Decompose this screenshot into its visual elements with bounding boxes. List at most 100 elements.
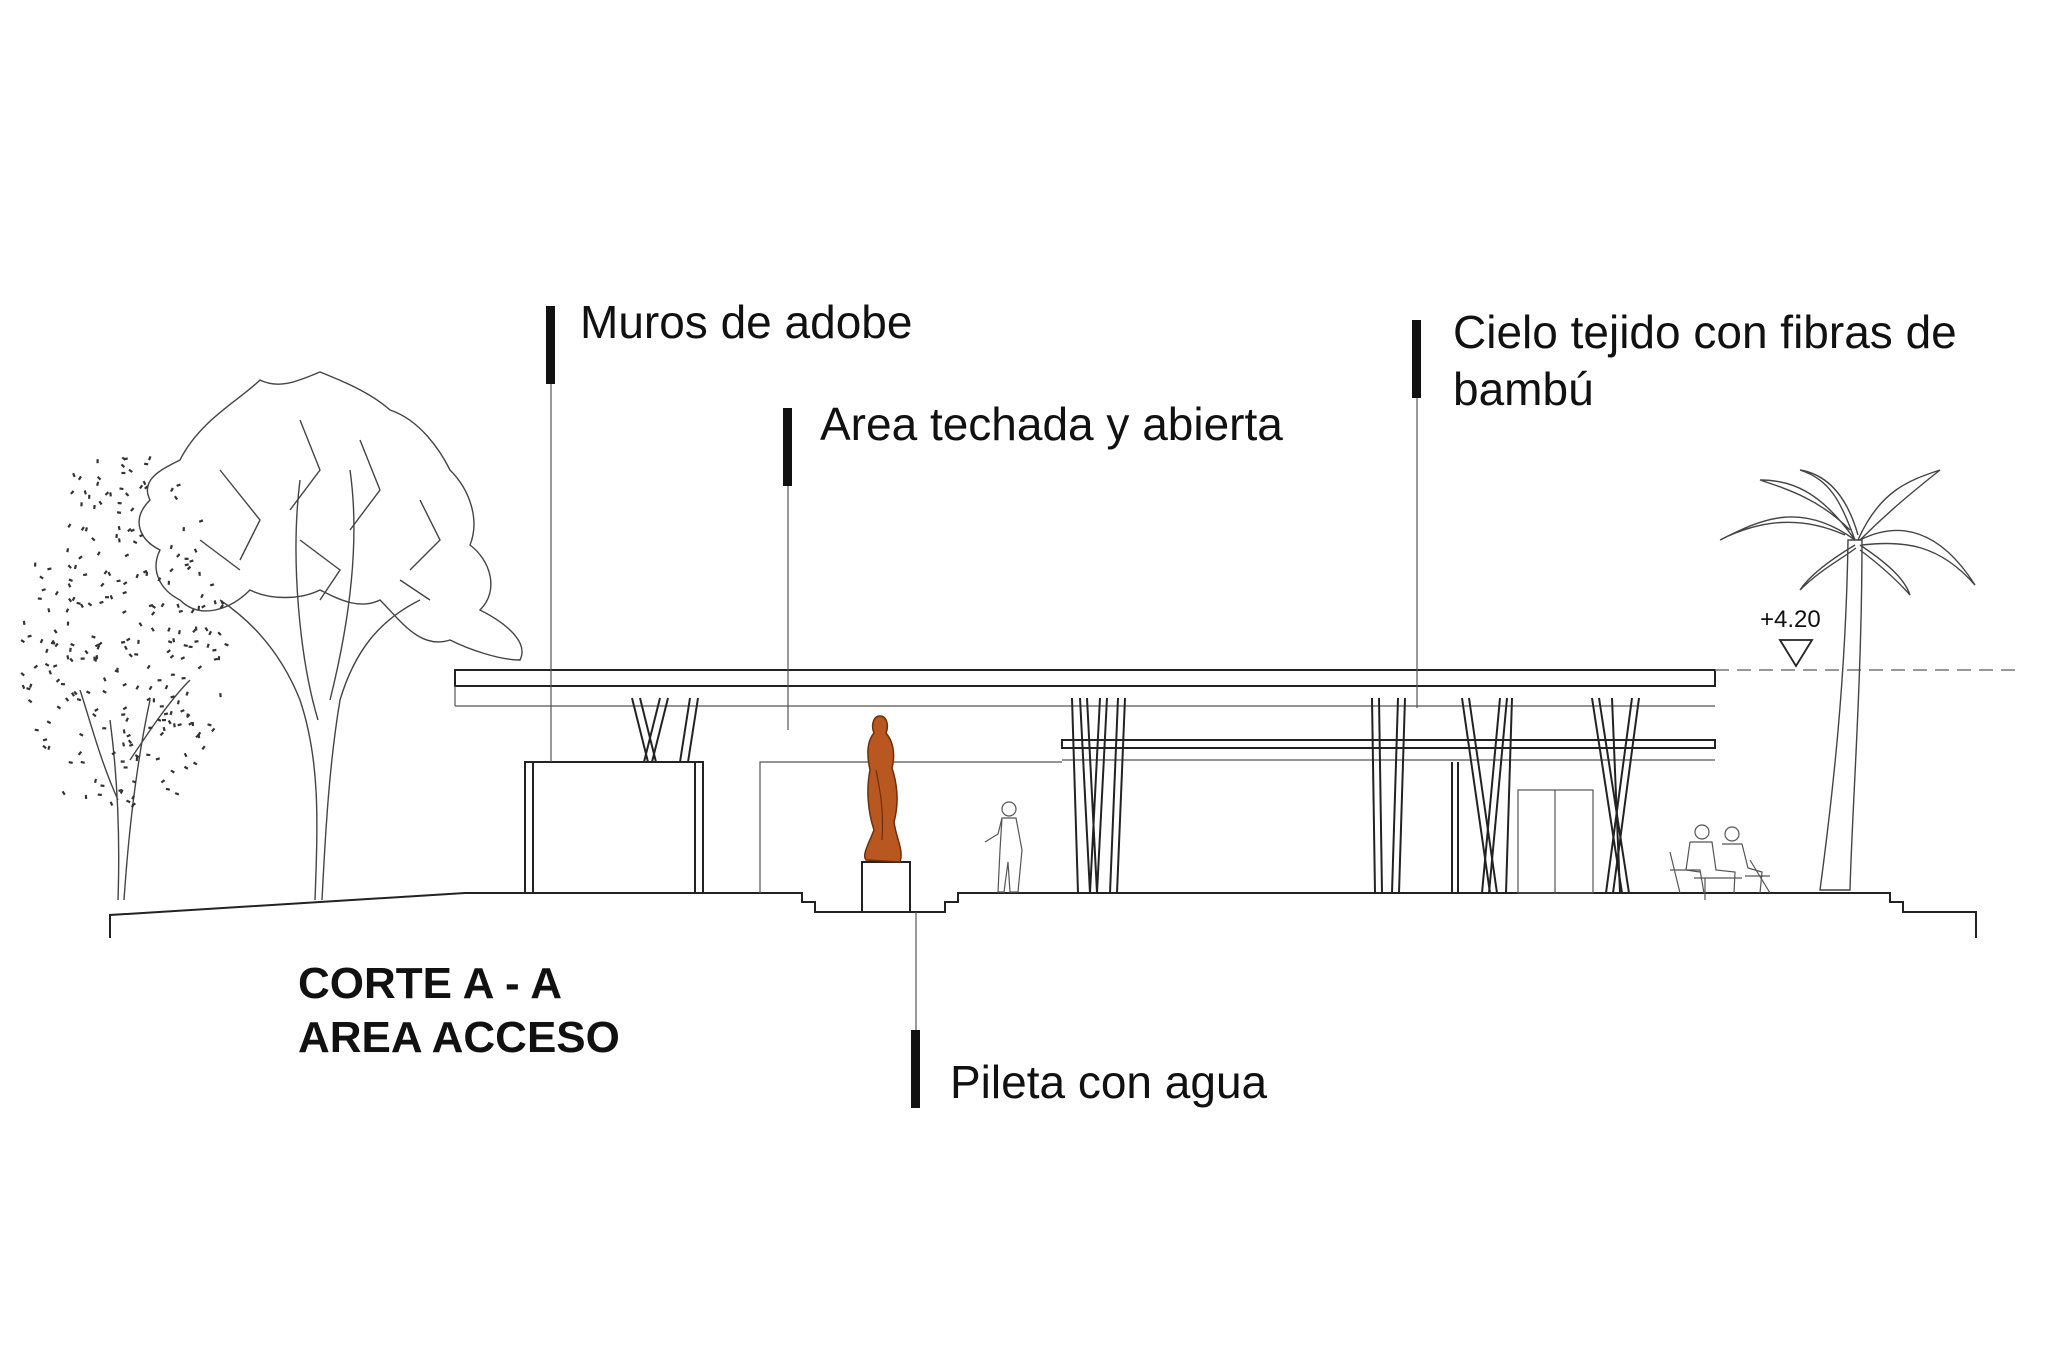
foliage-dot xyxy=(68,578,73,583)
foliage-dot xyxy=(177,723,182,727)
foliage-dot xyxy=(197,733,201,739)
foliage-dot xyxy=(42,744,47,750)
foliage-dot xyxy=(71,596,76,602)
foliage-dot xyxy=(198,571,201,576)
foliage-dot xyxy=(66,548,70,553)
foliage-dot xyxy=(96,645,101,650)
foliage-dot xyxy=(127,527,132,533)
foliage-dot xyxy=(115,533,118,539)
foliage-dots xyxy=(20,456,229,808)
large-tree xyxy=(138,371,523,901)
foliage-dot xyxy=(65,697,70,702)
foliage-dot xyxy=(146,753,151,757)
foliage-dot xyxy=(184,563,189,567)
foliage-dot xyxy=(66,655,70,660)
foliage-dot xyxy=(96,551,101,556)
foliage-dot xyxy=(33,562,37,567)
foliage-dot xyxy=(182,527,185,532)
foliage-dot xyxy=(22,620,26,625)
foliage-dot xyxy=(139,484,144,490)
foliage-dot xyxy=(186,713,189,718)
foliage-dot xyxy=(173,495,179,501)
foliage-dot xyxy=(117,525,121,531)
foliage-dot xyxy=(185,691,189,696)
foliage-dot xyxy=(172,638,176,643)
foliage-dot xyxy=(119,789,124,794)
foliage-dot xyxy=(209,583,215,587)
foliage-dot xyxy=(94,708,99,712)
foliage-dot xyxy=(46,720,52,725)
statue-pedestal xyxy=(861,861,911,913)
foliage-dot xyxy=(170,769,175,774)
foliage-dot xyxy=(37,597,42,600)
bamboo-columns-d xyxy=(1591,697,1640,894)
foliage-dot xyxy=(66,621,70,626)
foliage-dot xyxy=(124,492,130,497)
foliage-dot xyxy=(61,790,66,796)
foliage-dot xyxy=(138,622,143,627)
elevation-mark: +4.20 xyxy=(1760,606,1821,633)
foliage-dot xyxy=(194,626,198,631)
foliage-dot xyxy=(167,580,171,585)
main-roof-slab xyxy=(454,669,1716,707)
foliage-dot xyxy=(132,540,138,545)
foliage-dot xyxy=(33,664,39,669)
foliage-dot xyxy=(191,721,195,727)
foliage-dot xyxy=(111,751,116,756)
foliage-dot xyxy=(116,511,122,514)
foliage-dot xyxy=(152,698,155,703)
foliage-dot xyxy=(80,526,85,531)
foliage-dot xyxy=(148,603,154,608)
foliage-dot xyxy=(122,591,127,595)
foliage-dot xyxy=(122,610,127,614)
bamboo-columns-b xyxy=(1371,697,1459,894)
foliage-dot xyxy=(207,723,212,727)
foliage-dot xyxy=(121,456,127,461)
bamboo-columns-c xyxy=(1461,697,1513,894)
foliage-dot xyxy=(41,588,46,592)
foliage-dot xyxy=(21,684,26,690)
foliage-dot xyxy=(217,631,222,636)
foliage-dot xyxy=(94,643,100,648)
foliage-dot xyxy=(204,626,209,632)
foliage-dot xyxy=(128,468,133,473)
foliage-dot xyxy=(102,727,107,730)
foliage-dot xyxy=(194,640,199,643)
foliage-dot xyxy=(201,745,206,750)
foliage-dot xyxy=(39,638,44,644)
foliage-dot xyxy=(77,750,83,756)
foliage-dot xyxy=(142,569,148,574)
foliage-dot xyxy=(224,642,229,647)
foliage-dot xyxy=(76,697,82,702)
foliage-dot xyxy=(167,719,172,725)
foliage-dot xyxy=(68,597,73,603)
foliage-dot xyxy=(180,709,185,713)
foliage-dot xyxy=(144,485,149,490)
foliage-dot xyxy=(169,544,173,550)
foliage-dot xyxy=(219,604,224,609)
foliage-dot xyxy=(85,690,91,695)
foliage-dot xyxy=(116,579,121,583)
foliage-dot xyxy=(127,739,133,744)
small-dotted-tree xyxy=(79,679,191,901)
foliage-dot xyxy=(84,527,89,532)
foliage-dot xyxy=(142,480,147,486)
foliage-dot xyxy=(98,500,103,506)
foliage-dot xyxy=(105,596,110,599)
foliage-dot xyxy=(169,710,173,716)
foliage-dot xyxy=(124,553,130,558)
foliage-dot xyxy=(68,761,73,765)
foliage-dot xyxy=(176,700,180,705)
foliage-dot xyxy=(134,754,140,759)
foliage-dot xyxy=(80,603,84,609)
foliage-dot xyxy=(125,637,131,642)
foliage-dot xyxy=(96,459,99,464)
foliage-dot xyxy=(120,463,126,468)
drawing-title-line1: CORTE A - A xyxy=(298,959,562,1008)
foliage-dot xyxy=(20,672,25,677)
foliage-dot xyxy=(208,630,213,636)
foliage-dot xyxy=(157,577,162,582)
foliage-dot xyxy=(83,490,87,495)
foliage-dot xyxy=(94,778,97,784)
foliage-dot xyxy=(122,682,127,687)
